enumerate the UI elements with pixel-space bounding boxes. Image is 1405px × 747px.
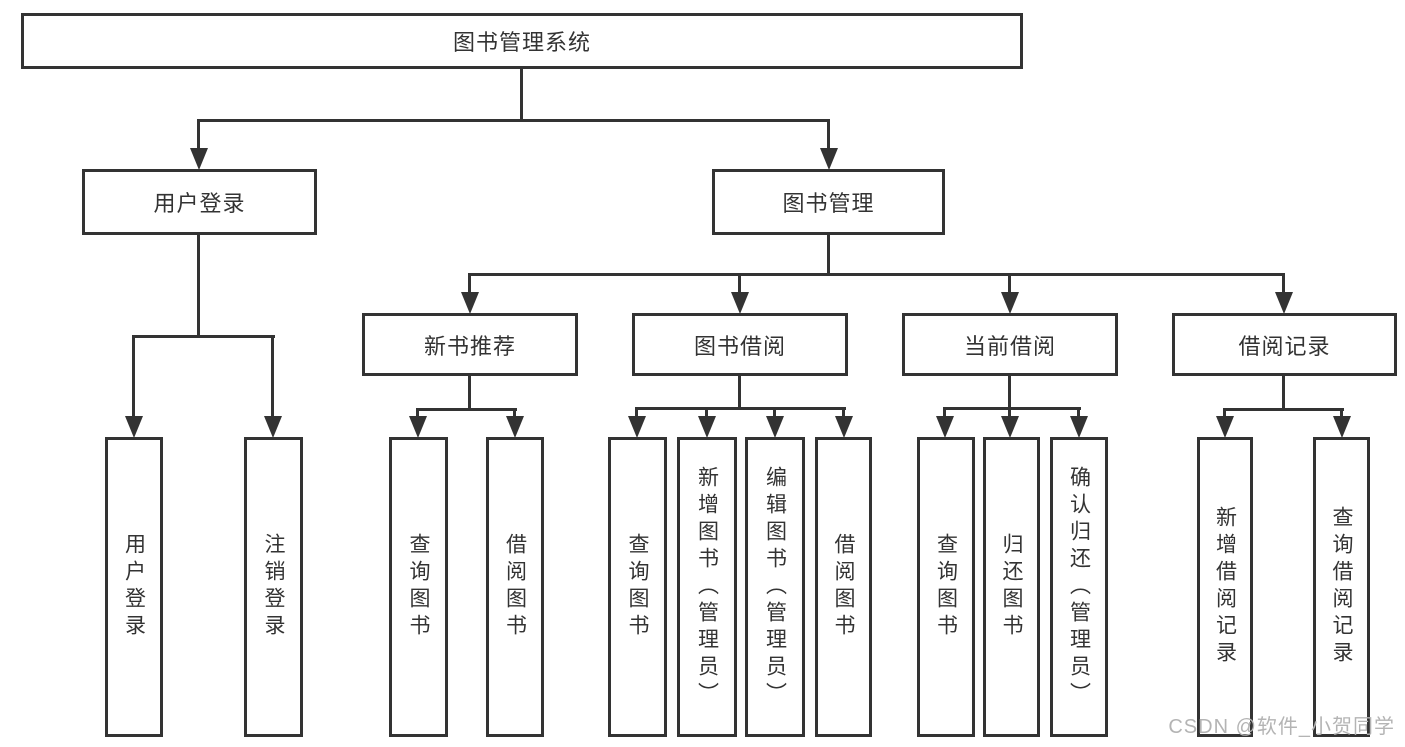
node-label: 新书推荐 (423, 333, 516, 359)
node-label: 编辑图书（管理员） (763, 465, 787, 709)
node-leaf-confirm-return-admin: 确认归还（管理员） (1050, 437, 1108, 737)
arrowhead (190, 148, 208, 170)
connector-line (468, 376, 471, 408)
connector-line (520, 69, 523, 119)
node-label: 图书管理系统 (452, 30, 591, 55)
node-leaf-return-books: 归还图书 (983, 437, 1040, 737)
connector-line (1008, 376, 1011, 407)
node-label: 查询图书 (407, 533, 430, 641)
arrowhead (409, 416, 427, 438)
connector-line (133, 335, 275, 338)
connector-line (1282, 376, 1285, 408)
node-leaf-borrow-books-new: 借阅图书 (486, 437, 544, 737)
arrowhead (125, 416, 143, 438)
connector-line (132, 335, 135, 427)
connector-line (636, 407, 846, 410)
arrowhead (628, 416, 646, 438)
arrowhead (1001, 292, 1019, 314)
connector-line (944, 407, 1081, 410)
arrowhead (1001, 416, 1019, 438)
node-leaf-add-books-admin: 新增图书（管理员） (677, 437, 737, 737)
arrowhead (1275, 292, 1293, 314)
arrowhead (1070, 416, 1088, 438)
arrowhead (936, 416, 954, 438)
connector-line (827, 119, 830, 159)
node-label: 图书借阅 (693, 333, 786, 359)
connector-line (827, 235, 830, 273)
node-label: 用户登录 (153, 191, 246, 216)
node-current-borrow: 当前借阅 (902, 313, 1118, 376)
node-book-borrow: 图书借阅 (632, 313, 848, 376)
arrowhead (264, 416, 282, 438)
node-leaf-add-borrow-record: 新增借阅记录 (1197, 437, 1253, 737)
node-label: 借阅记录 (1238, 333, 1331, 359)
node-label: 借阅图书 (503, 533, 527, 641)
node-label: 新增借阅记录 (1213, 506, 1237, 668)
node-borrow-records: 借阅记录 (1172, 313, 1397, 376)
node-root: 图书管理系统 (21, 13, 1023, 69)
node-new-book-recommend: 新书推荐 (362, 313, 578, 376)
connector-line (197, 119, 200, 159)
connector-line (468, 273, 1285, 276)
node-label: 借阅图书 (832, 533, 855, 641)
arrowhead (506, 416, 524, 438)
connector-line (1224, 408, 1344, 411)
node-leaf-query-borrow-record: 查询借阅记录 (1313, 437, 1370, 737)
arrowhead (835, 416, 853, 438)
arrowhead (1333, 416, 1351, 438)
connector-line (1008, 273, 1011, 303)
node-leaf-query-books-borrow: 查询图书 (608, 437, 667, 737)
node-leaf-query-books-new: 查询图书 (389, 437, 448, 737)
node-label: 确认归还（管理员） (1067, 465, 1091, 709)
arrowhead (698, 416, 716, 438)
connector-line (271, 335, 274, 427)
arrowhead (820, 148, 838, 170)
arrowhead (461, 292, 479, 314)
node-label: 归还图书 (1000, 533, 1023, 641)
connector-line (468, 273, 471, 303)
node-leaf-borrow-books: 借阅图书 (815, 437, 872, 737)
connector-line (197, 235, 200, 335)
node-label: 查询图书 (934, 533, 958, 641)
node-leaf-edit-books-admin: 编辑图书（管理员） (745, 437, 805, 737)
node-book-management: 图书管理 (712, 169, 945, 235)
node-label: 注销登录 (262, 533, 285, 641)
arrowhead (1216, 416, 1234, 438)
node-user-login: 用户登录 (82, 169, 317, 235)
connector-line (417, 408, 517, 411)
arrowhead (731, 292, 749, 314)
node-leaf-query-books-current: 查询图书 (917, 437, 975, 737)
connector-line (1282, 273, 1285, 303)
arrowhead (766, 416, 784, 438)
node-label: 当前借阅 (963, 333, 1056, 359)
node-label: 新增图书（管理员） (695, 465, 719, 709)
node-label: 用户登录 (122, 533, 146, 641)
connector-line (197, 119, 830, 122)
node-leaf-logout: 注销登录 (244, 437, 303, 737)
csdn-watermark: CSDN @软件_小贺同学 (1168, 716, 1395, 738)
node-leaf-user-login: 用户登录 (105, 437, 163, 737)
node-label: 查询图书 (626, 533, 649, 641)
connector-line (738, 376, 741, 407)
node-label: 图书管理 (782, 191, 875, 216)
connector-line (738, 273, 741, 303)
node-label: 查询借阅记录 (1330, 506, 1353, 668)
